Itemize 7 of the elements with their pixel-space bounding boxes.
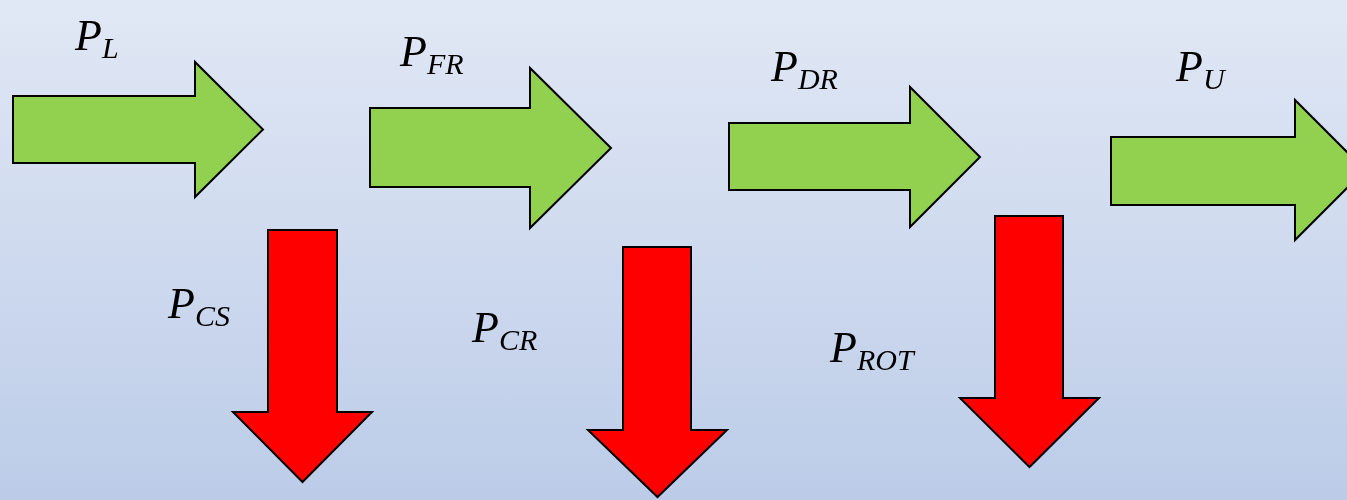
- power-label: P$_{U}$: [1176, 45, 1225, 89]
- power-label: P$_{FR}$: [400, 30, 464, 74]
- power-label: P$_{DR}$: [771, 45, 838, 89]
- power-label: P$_{ROT}$: [830, 326, 914, 370]
- power-label: P$_{CS}$: [168, 282, 230, 326]
- power-label: P$_{L}$: [75, 14, 119, 58]
- power-label: P$_{CR}$: [472, 306, 538, 350]
